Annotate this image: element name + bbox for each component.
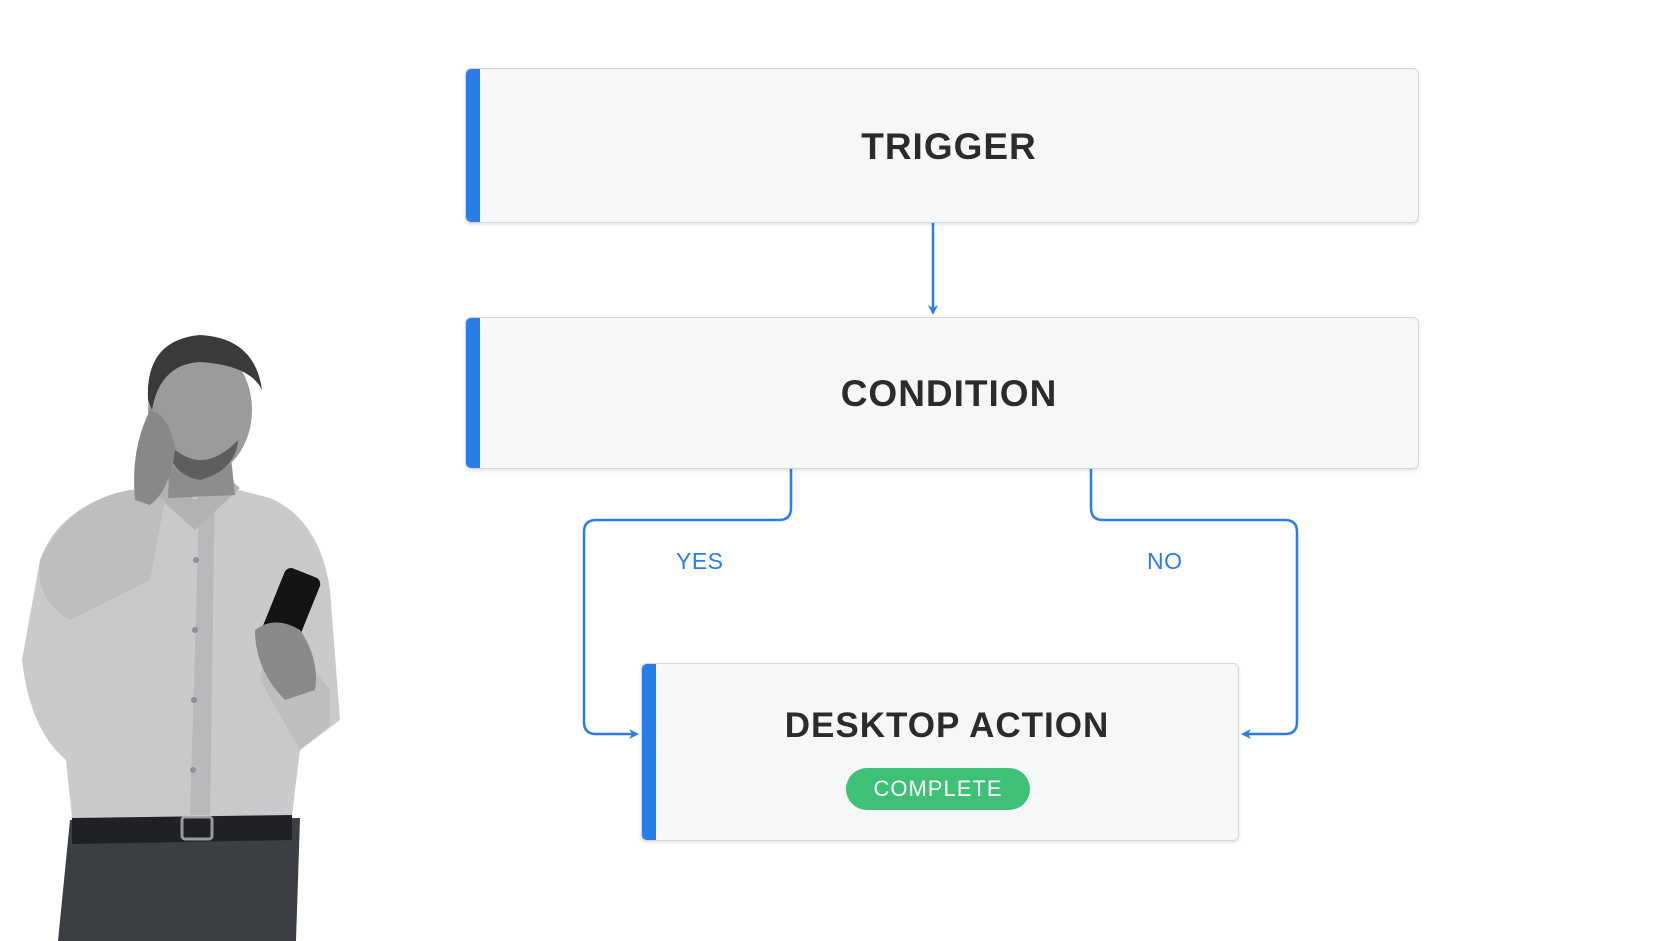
desktop-action-label: DESKTOP ACTION: [784, 706, 1110, 745]
connector-no-branch: [1089, 469, 1299, 739]
no-branch-label: NO: [1147, 548, 1183, 574]
node-accent-bar: [466, 69, 480, 222]
trigger-node[interactable]: TRIGGER: [465, 68, 1419, 223]
condition-node[interactable]: CONDITION: [465, 317, 1419, 469]
node-accent-bar: [466, 318, 480, 468]
node-accent-bar: [642, 664, 656, 840]
status-badge: COMPLETE: [846, 768, 1030, 810]
condition-label: CONDITION: [840, 373, 1058, 414]
person-with-phone-illustration: [22, 335, 340, 941]
yes-branch-label: YES: [676, 548, 724, 574]
desktop-action-node[interactable]: DESKTOP ACTION: [641, 663, 1239, 841]
trigger-label: TRIGGER: [861, 126, 1037, 167]
connector-yes-branch: [582, 469, 793, 739]
